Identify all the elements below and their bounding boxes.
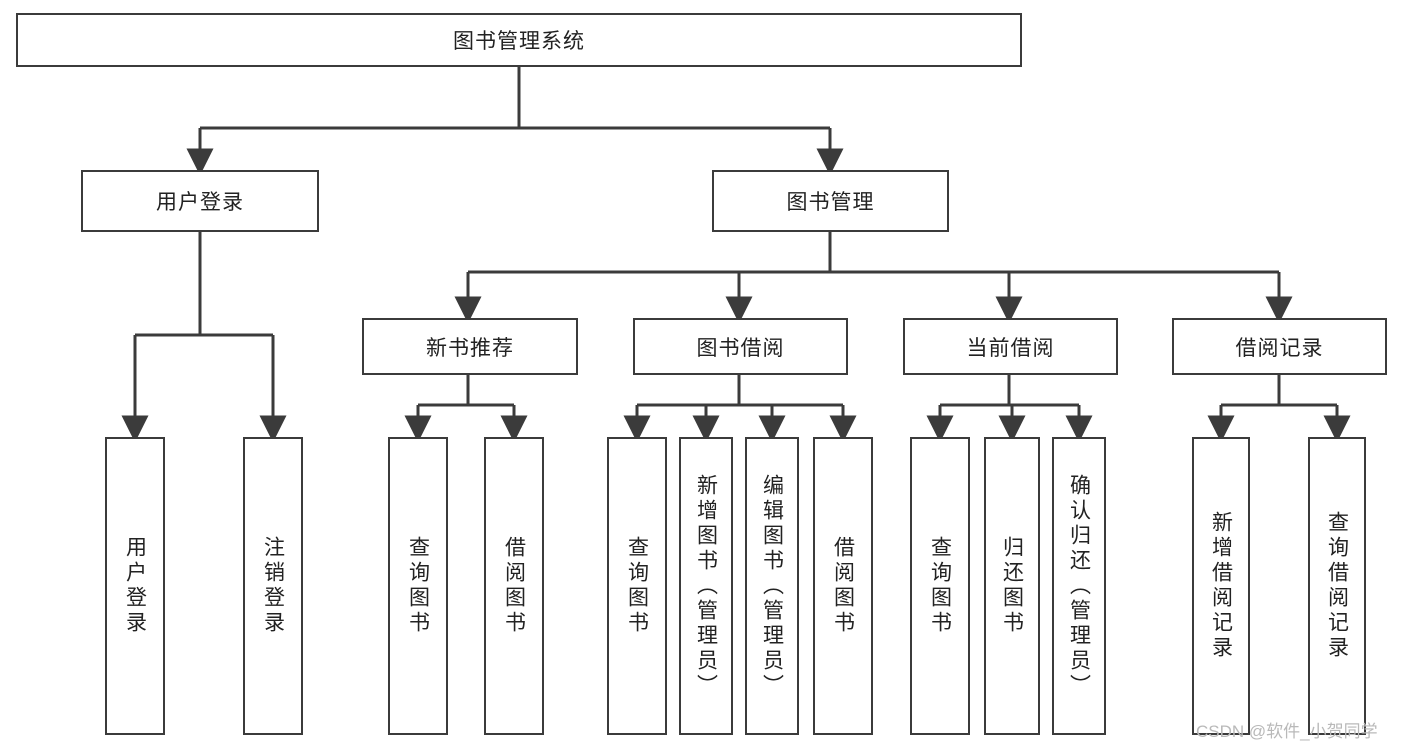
leaf-add-book-admin-label: 新增图书（管理员）	[694, 473, 718, 699]
leaf-borrow-book-2-label: 借阅图书	[831, 536, 855, 636]
leaf-confirm-return-admin[interactable]: 确认归还（管理员）	[1052, 437, 1106, 735]
node-borrow-record[interactable]: 借阅记录	[1172, 318, 1387, 375]
node-current-borrow[interactable]: 当前借阅	[903, 318, 1118, 375]
leaf-add-borrow-record-label: 新增借阅记录	[1209, 511, 1233, 661]
node-book-manage[interactable]: 图书管理	[712, 170, 949, 232]
leaf-add-borrow-record[interactable]: 新增借阅记录	[1192, 437, 1250, 735]
leaf-query-borrow-record-label: 查询借阅记录	[1325, 511, 1349, 661]
leaf-query-borrow-record[interactable]: 查询借阅记录	[1308, 437, 1366, 735]
leaf-query-book-3-label: 查询图书	[928, 536, 952, 636]
leaf-query-book-3[interactable]: 查询图书	[910, 437, 970, 735]
leaf-borrow-book-1-label: 借阅图书	[502, 536, 526, 636]
leaf-query-book-1-label: 查询图书	[406, 536, 430, 636]
node-root[interactable]: 图书管理系统	[16, 13, 1022, 67]
node-current-borrow-label: 当前借阅	[966, 336, 1055, 360]
leaf-logout-login-label: 注销登录	[261, 536, 285, 636]
node-user-login-label: 用户登录	[156, 191, 244, 214]
node-book-borrow-label: 图书借阅	[696, 336, 785, 360]
leaf-query-book-2-label: 查询图书	[625, 536, 649, 636]
node-user-login[interactable]: 用户登录	[81, 170, 319, 232]
watermark: CSDN @软件_小贺同学	[1196, 722, 1378, 741]
node-borrow-record-label: 借阅记录	[1235, 336, 1324, 360]
leaf-add-book-admin[interactable]: 新增图书（管理员）	[679, 437, 733, 735]
leaf-user-login-label: 用户登录	[123, 536, 147, 636]
leaf-edit-book-admin[interactable]: 编辑图书（管理员）	[745, 437, 799, 735]
leaf-borrow-book-2[interactable]: 借阅图书	[813, 437, 873, 735]
leaf-edit-book-admin-label: 编辑图书（管理员）	[760, 473, 784, 699]
node-root-label: 图书管理系统	[453, 30, 585, 53]
leaf-logout-login[interactable]: 注销登录	[243, 437, 303, 735]
node-new-book-recommend[interactable]: 新书推荐	[362, 318, 578, 375]
leaf-return-book-label: 归还图书	[1000, 536, 1024, 636]
leaf-query-book-1[interactable]: 查询图书	[388, 437, 448, 735]
leaf-query-book-2[interactable]: 查询图书	[607, 437, 667, 735]
leaf-confirm-return-admin-label: 确认归还（管理员）	[1067, 473, 1091, 699]
node-new-book-recommend-label: 新书推荐	[426, 336, 514, 360]
leaf-return-book[interactable]: 归还图书	[984, 437, 1040, 735]
leaf-user-login[interactable]: 用户登录	[105, 437, 165, 735]
node-book-manage-label: 图书管理	[786, 191, 875, 214]
node-book-borrow[interactable]: 图书借阅	[633, 318, 848, 375]
leaf-borrow-book-1[interactable]: 借阅图书	[484, 437, 544, 735]
